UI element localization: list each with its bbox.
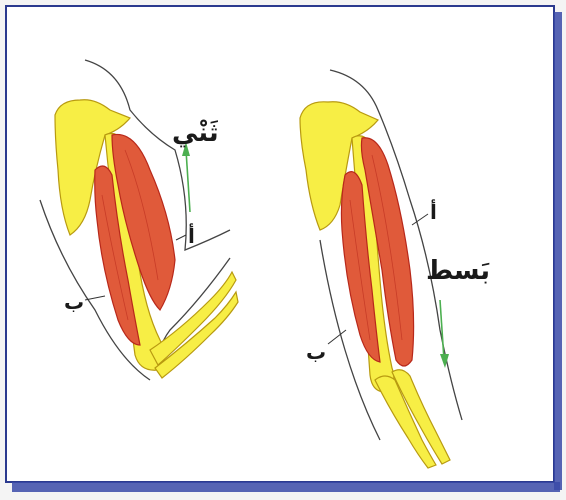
extension-label: بَسط [426,256,490,286]
right-label-a: أ [430,200,437,224]
flexion-label: ثَنْي [172,118,219,148]
figure-border [6,6,554,482]
right-label-b: ب [306,340,326,364]
left-label-a: أ [188,224,195,248]
left-label-b: ب [64,290,84,314]
